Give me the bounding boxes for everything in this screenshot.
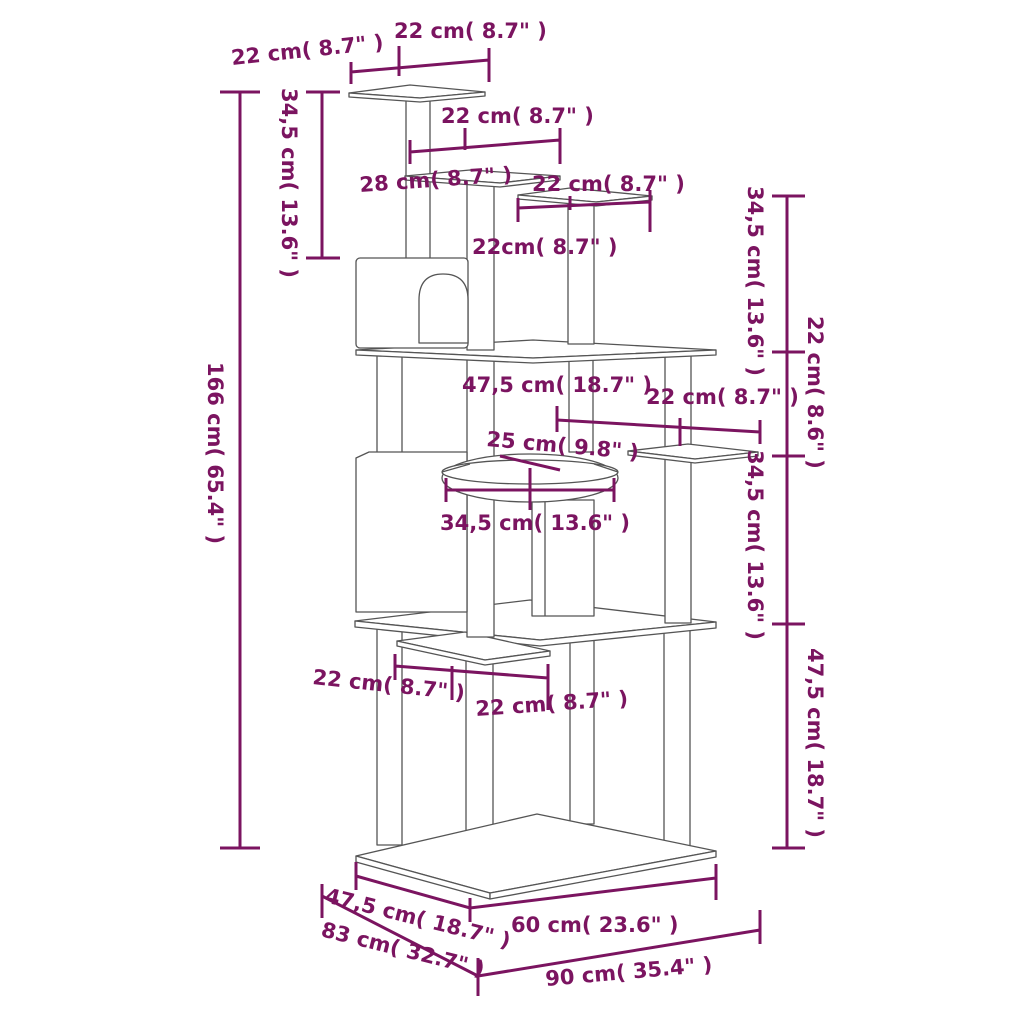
side-platform-span-line bbox=[555, 406, 762, 446]
hammock-strap-left bbox=[441, 463, 471, 473]
label-right-top-platform-width: 22 cm( 8.7" ) bbox=[532, 172, 685, 196]
label-right-lower-height: 47,5 cm( 18.7" ) bbox=[803, 648, 827, 838]
low-small-platform-edge bbox=[396, 640, 551, 666]
hammock-strap-right bbox=[593, 463, 619, 473]
middle-platform-edge bbox=[354, 620, 717, 647]
label-top-post-height: 34,5 cm( 13.6" ) bbox=[277, 88, 301, 278]
mid-post-right bbox=[664, 354, 692, 624]
label-total-height: 166 cm( 65.4" ) bbox=[203, 362, 227, 544]
label-top-platform-width: 22 cm( 8.7" ) bbox=[394, 19, 547, 43]
hanging-tunnel bbox=[531, 499, 595, 617]
label-side-platform-span: 47,5 cm( 18.7" ) bbox=[462, 373, 652, 397]
label-upper-platform-width: 22 cm( 8.7" ) bbox=[441, 104, 594, 128]
label-side-platform-width: 22 cm( 8.7" ) bbox=[646, 385, 799, 409]
top-post-height-line bbox=[306, 90, 340, 260]
mid-post-left bbox=[376, 354, 403, 456]
top-platform-width-line bbox=[349, 46, 491, 84]
low-platform-width-line bbox=[393, 654, 550, 710]
base-width-line bbox=[354, 862, 718, 922]
right-side-platform-edge bbox=[627, 450, 759, 464]
hammock-depth-line bbox=[499, 454, 561, 472]
base-post-right bbox=[663, 627, 691, 851]
base-board bbox=[355, 813, 717, 894]
label-top-platform-depth: 22 cm( 8.7" ) bbox=[230, 30, 384, 70]
label-low-platform-width: 22 cm( 8.7" ) bbox=[475, 686, 629, 721]
label-right-upper-height: 34,5 cm( 13.6" ) bbox=[743, 186, 767, 376]
label-base-width: 60 cm( 23.6" ) bbox=[511, 913, 678, 937]
label-hammock-width: 34,5 cm( 13.6" ) bbox=[440, 511, 630, 535]
right-top-platform-width-line bbox=[516, 190, 652, 232]
hammock-width-line bbox=[444, 468, 616, 510]
second-platform-edge bbox=[404, 175, 561, 188]
top-platform-edge bbox=[348, 91, 486, 103]
overall-depth-line bbox=[320, 884, 479, 978]
base-post-left bbox=[376, 627, 403, 846]
label-overall-width: 90 cm( 35.4" ) bbox=[544, 952, 713, 991]
right-vertical-stack-line bbox=[772, 194, 805, 850]
second-platform-width-line bbox=[408, 128, 562, 164]
dimension-lines bbox=[220, 46, 805, 996]
total-height-line bbox=[220, 90, 260, 850]
base-board-side-edge bbox=[489, 850, 717, 900]
upper-post-right bbox=[567, 197, 595, 345]
label-right-top-platform-depth: 22cm( 8.7" ) bbox=[472, 235, 618, 259]
top-condo-entrance bbox=[418, 273, 469, 344]
cat-tree-drawing bbox=[348, 84, 759, 900]
label-right-middle-height: 34,5 cm( 13.6" ) bbox=[743, 450, 767, 640]
overall-width-line bbox=[476, 910, 762, 996]
upper-post-middle bbox=[466, 177, 495, 351]
label-right-gap-height: 22 cm( 8.6" ) bbox=[803, 316, 827, 469]
upper-platform-edge bbox=[355, 349, 717, 364]
base-post-back bbox=[569, 635, 595, 825]
lower-condo bbox=[355, 451, 468, 613]
